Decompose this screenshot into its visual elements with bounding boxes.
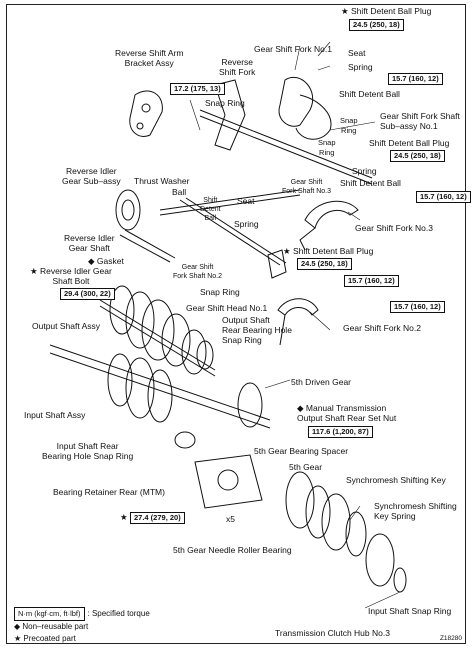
label-thrust-washer: Thrust Washer [134,176,190,186]
label-shift-detent-ball: Shift Detent Ball [340,178,401,188]
label-ball: Ball [172,187,187,197]
label-bearing-retainer-rear: Bearing Retainer Rear (MTM) [53,487,165,497]
label-spring: Spring [352,166,377,176]
label-input-shaft-rear-bearing-snap-ring: Input Shaft Rear Bearing Hole Snap Ring [42,441,134,461]
label-gear-shift-fork-shaft-no3: Gear Shift Fork Shaft No.3 [282,179,332,195]
torque-box: 15.7 (160, 12) [388,73,443,85]
legend-precoated: ★ Precoated part [14,634,76,643]
torque-box: 24.5 (250, 18) [297,258,352,270]
label-output-shaft-assy: Output Shaft Assy [32,321,101,331]
gear-shift-fork-no1 [278,76,332,140]
label-gasket: ◆ Gasket [88,256,124,266]
input-shaft-snap-ring [393,567,407,593]
torque-box: 24.5 (250, 18) [390,150,445,162]
torque-box: 27.4 (279, 20) [130,512,185,524]
fifth-gear-assy [285,471,395,587]
legend-unit-box: N·m (kgf·cm, ft·lbf) [14,607,85,621]
label-shift-detent-ball-plug-top: ★ Shift Detent Ball Plug [341,6,432,16]
reverse-shift-fork [214,79,246,151]
label-precoated-mark: ★ [120,512,128,522]
gear-shift-head [267,249,287,279]
legend-nonreusable: ◆ Non–reusable part [14,622,89,631]
label-5th-gear-bearing-spacer: 5th Gear Bearing Spacer [254,446,349,456]
label-input-shaft-snap-ring: Input Shaft Snap Ring [368,606,452,616]
torque-box: 29.4 (300, 22) [60,288,115,300]
label-spring: Spring [234,219,259,229]
label-snap-ring: Snap Ring [318,138,336,157]
label-snap-ring: Snap Ring [340,116,358,135]
label-spring: Spring [348,62,373,72]
label-seat: Seat [348,48,366,58]
torque-box: 17.2 (175, 13) [170,83,225,95]
label-x5: x5 [226,514,235,524]
output-shaft-assy [99,285,216,377]
label-seat: Seat [237,196,255,206]
reverse-shift-arm-bracket [129,90,163,137]
gear-shift-fork-no3 [299,200,359,251]
reverse-idler-gear [115,189,176,263]
torque-box: 117.6 (1,200, 87) [308,426,373,438]
label-5th-driven-gear: 5th Driven Gear [291,377,351,387]
figure-id: Z18280 [439,635,462,642]
label-reverse-shift-fork: Reverse Shift Fork [219,57,256,77]
input-shaft-assy [49,344,271,429]
label-snap-ring: Snap Ring [205,98,245,108]
label-shift-detent-ball: Shift Detent Ball [200,197,221,222]
label-snap-ring: Snap Ring [200,287,240,297]
label-output-shaft-rear-bearing-hole-snap-ring: Output Shaft Rear Bearing Hole Snap Ring [222,315,292,345]
label-gear-shift-fork-shaft-no1: Gear Shift Fork Shaft Sub–assy No.1 [380,111,460,131]
label-reverse-idler-shaft: Reverse Idler Gear Shaft [64,233,115,253]
legend-unit-desc: : Specified torque [87,609,150,618]
label-reverse-idler-gear: Reverse Idler Gear Sub–assy [62,166,121,186]
snap-ring [196,340,214,370]
label-transmission-clutch-hub-no3: Transmission Clutch Hub No.3 [275,628,390,638]
input-shaft-rear-snap-ring [174,431,196,449]
legend: N·m (kgf·cm, ft·lbf): Specified torque ◆… [14,607,150,645]
label-shift-detent-ball: Shift Detent Ball [339,89,400,99]
label-reverse-idler-bolt: ★ Reverse Idler Gear Shaft Bolt [30,266,112,286]
torque-box: 15.7 (160, 12) [344,275,399,287]
torque-box: 15.7 (160, 12) [416,191,471,203]
label-shift-detent-ball-plug: Shift Detent Ball Plug [369,138,450,148]
label-gear-shift-fork-shaft-no2: Gear Shift Fork Shaft No.2 [173,264,223,280]
label-gear-shift-fork-no2: Gear Shift Fork No.2 [343,323,421,333]
fork-shaft-no3 [159,189,301,216]
label-5th-gear-needle-roller-bearing: 5th Gear Needle Roller Bearing [173,545,292,555]
torque-box: 15.7 (160, 12) [390,301,445,313]
label-reverse-shift-arm-bracket: Reverse Shift Arm Bracket Assy [115,48,184,68]
label-manual-transmission-nut: ◆ Manual Transmission Output Shaft Rear … [297,403,397,423]
fork-shaft-no1 [199,109,373,185]
bearing-retainer-rear [194,454,263,509]
legend-torque: N·m (kgf·cm, ft·lbf): Specified torque [14,607,150,621]
gear-shift-fork-no2 [277,298,319,346]
label-synchromesh-shifting-key-spring: Synchromesh Shifting Key Spring [374,501,457,521]
label-gear-shift-head-no1: Gear Shift Head No.1 [186,303,268,313]
diagram-frame [6,4,466,644]
label-input-shaft-assy: Input Shaft Assy [24,410,86,420]
label-gear-shift-fork-no1: Gear Shift Fork No.1 [254,44,332,54]
label-5th-gear: 5th Gear [289,462,323,472]
label-shift-detent-ball-plug: ★ Shift Detent Ball Plug [283,246,374,256]
label-synchromesh-shifting-key: Synchromesh Shifting Key [346,475,446,485]
leader-lines [189,41,401,609]
fork-shaft-no2 [179,197,287,266]
label-gear-shift-fork-no3: Gear Shift Fork No.3 [355,223,433,233]
torque-box: 24.5 (250, 18) [349,19,404,31]
